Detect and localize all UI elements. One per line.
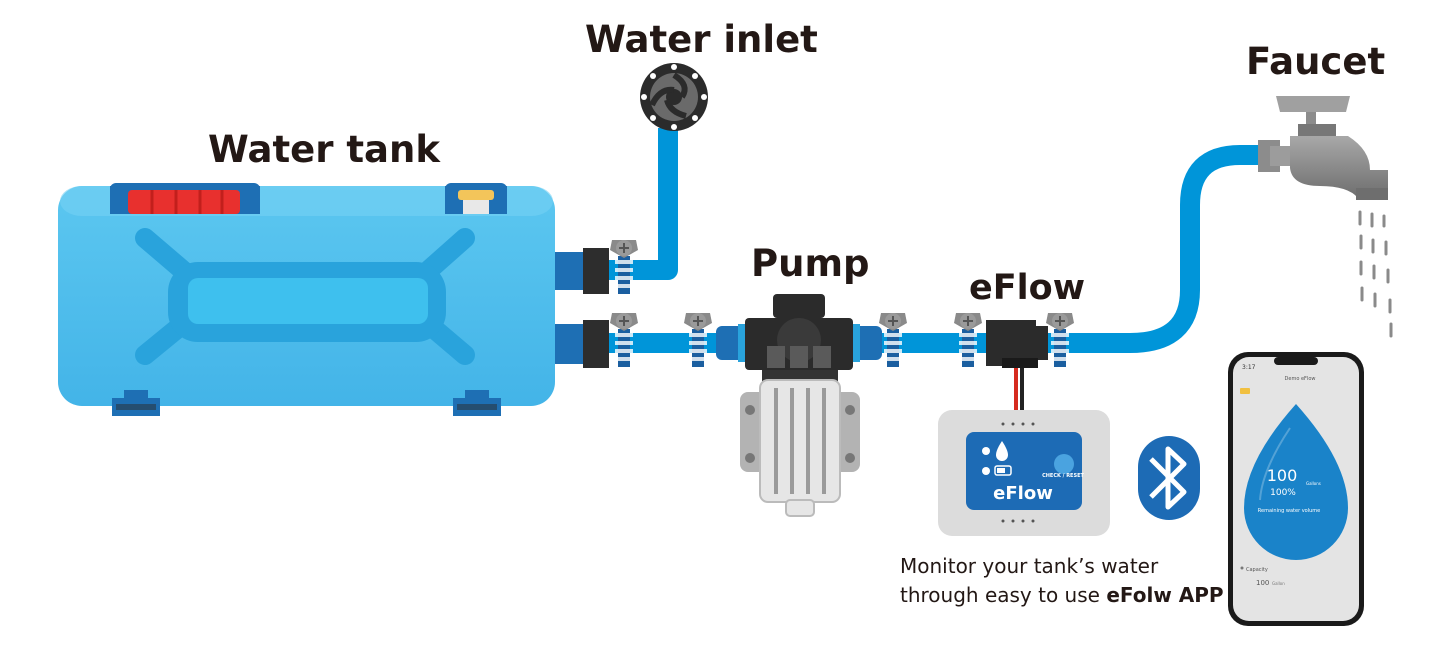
caption-line-1: Monitor your tank’s water <box>900 554 1159 578</box>
eflow-sensor <box>986 320 1048 412</box>
phone-status-time: 3:17 <box>1242 364 1256 371</box>
pipes <box>575 128 1262 353</box>
phone-app-title: Demo eFlow <box>1284 376 1316 382</box>
main-pipe <box>575 145 1262 353</box>
caption-app-name: eFolw APP <box>1106 583 1224 607</box>
eflow-display-unit <box>938 410 1110 536</box>
faucet-label: Faucet <box>1246 40 1386 83</box>
phone-capacity-unit: Gallon <box>1272 581 1285 586</box>
bluetooth-icon <box>1138 436 1200 520</box>
caption-line-2-text: through easy to use <box>900 583 1107 607</box>
phone-water-percent: 100% <box>1270 488 1296 498</box>
phone-capacity-label: Capacity <box>1246 567 1268 573</box>
caption-line-2: through easy to use eFolw APP <box>900 581 1224 610</box>
pump <box>716 294 882 517</box>
water-inlet-cap <box>640 63 708 131</box>
water-tank <box>58 183 609 416</box>
phone-remaining-label: Remaining water volume <box>1257 508 1321 514</box>
device-name: eFlow <box>993 483 1053 504</box>
battery-icon <box>994 465 1012 476</box>
pump-label: Pump <box>751 242 870 285</box>
water-inlet-label: Water inlet <box>585 18 818 61</box>
phone-water-value: 100 <box>1266 466 1298 485</box>
eflow-label: eFlow <box>969 268 1086 308</box>
phone-capacity-value: 100 <box>1256 579 1270 587</box>
battery-icon <box>1240 388 1250 394</box>
smartphone <box>1228 352 1364 626</box>
check-reset-label: CHECK / RESET <box>1042 473 1084 479</box>
check-reset-button[interactable] <box>1054 454 1074 474</box>
water-drop-icon <box>1244 404 1348 560</box>
water-spray <box>1358 210 1393 338</box>
faucet <box>1258 96 1388 200</box>
water-tank-label: Water tank <box>208 128 440 171</box>
water-drop-icon <box>996 441 1008 461</box>
caption: Monitor your tank’s water through easy t… <box>900 552 1224 610</box>
phone-water-unit: Gallons <box>1306 481 1321 486</box>
